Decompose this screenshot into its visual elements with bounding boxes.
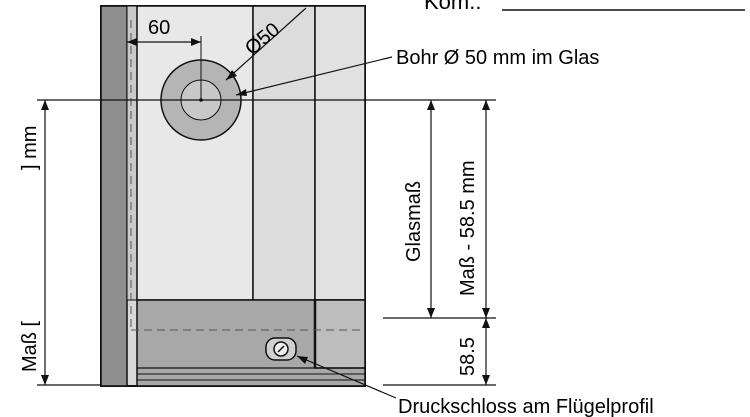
mass-minus-label: Maß - 58.5 mm — [457, 160, 479, 296]
left-profile — [100, 5, 128, 387]
left-dim-mm: ] mm — [19, 126, 41, 170]
dim-60-arrow-left — [127, 38, 137, 46]
glasmass-arrow-top — [427, 100, 435, 110]
druckschloss-callout: Druckschloss am Flügelprofil — [398, 396, 654, 417]
dim-diameter-leader — [225, 7, 307, 81]
druckschloss-arrow — [297, 356, 308, 364]
bohr-arrow — [236, 89, 247, 96]
glasmass-arrow-bottom — [427, 308, 435, 318]
height-585-label: 58.5 — [457, 337, 479, 376]
left-dim-arrow-top — [41, 100, 49, 110]
druckschloss-leader — [296, 355, 397, 399]
height-585-arrow-bottom — [482, 375, 490, 385]
glass-panel — [136, 5, 254, 301]
mass-minus-arrow-bottom — [482, 308, 490, 318]
kom-label: Kom.: — [424, 0, 481, 14]
height-585-arrow-top — [482, 318, 490, 328]
dim-60-arrow-right — [191, 38, 201, 46]
left-dim-mass: Maß [ — [19, 320, 41, 372]
bottom-rail-right-block — [314, 299, 366, 369]
dim-60-label: 60 — [148, 17, 170, 39]
left-profile-inner — [126, 5, 138, 301]
mass-minus-arrow-top — [482, 100, 490, 110]
bohr-callout: Bohr Ø 50 mm im Glas — [396, 47, 599, 69]
glass-panel-right — [252, 5, 316, 301]
dim-diameter-arrow — [226, 70, 237, 80]
glasmass-label: Glasmaß — [403, 181, 425, 262]
bohr-leader — [235, 56, 393, 96]
lock-key-slot — [277, 345, 285, 353]
right-profile — [314, 5, 366, 301]
left-dim-arrow-bottom — [41, 375, 49, 385]
